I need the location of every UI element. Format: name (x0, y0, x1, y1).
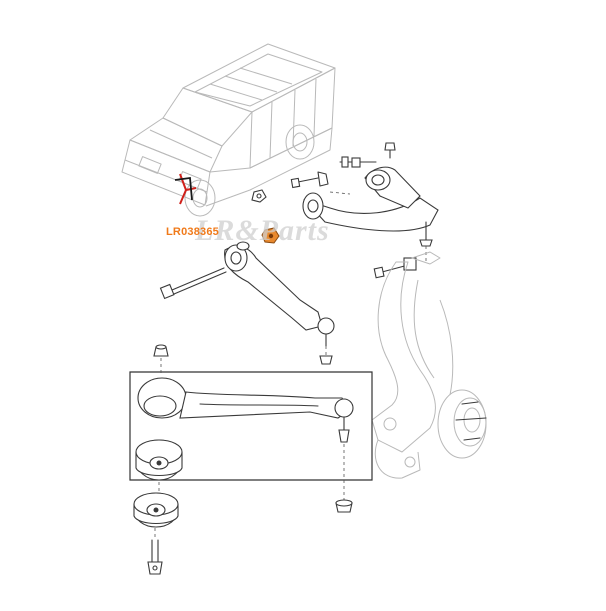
lower-control-arm (159, 241, 335, 365)
vehicle-illustration (121, 43, 336, 217)
assembly-nut (153, 344, 169, 357)
upper-control-arm (251, 142, 439, 247)
assembly-bolt (147, 528, 163, 575)
upper-arm-nut (251, 189, 267, 203)
suspension-location-marker (174, 173, 197, 205)
highlighted-part-lr038365 (261, 227, 280, 244)
bushing-outer (133, 482, 179, 528)
bushing (135, 439, 183, 481)
steering-knuckle (371, 251, 487, 479)
part-number-label[interactable]: LR038365 (166, 226, 219, 238)
upper-arm-bolt (290, 171, 329, 189)
lower-arm-bolt (159, 267, 227, 300)
lower-arm-assembly-box (129, 344, 373, 513)
